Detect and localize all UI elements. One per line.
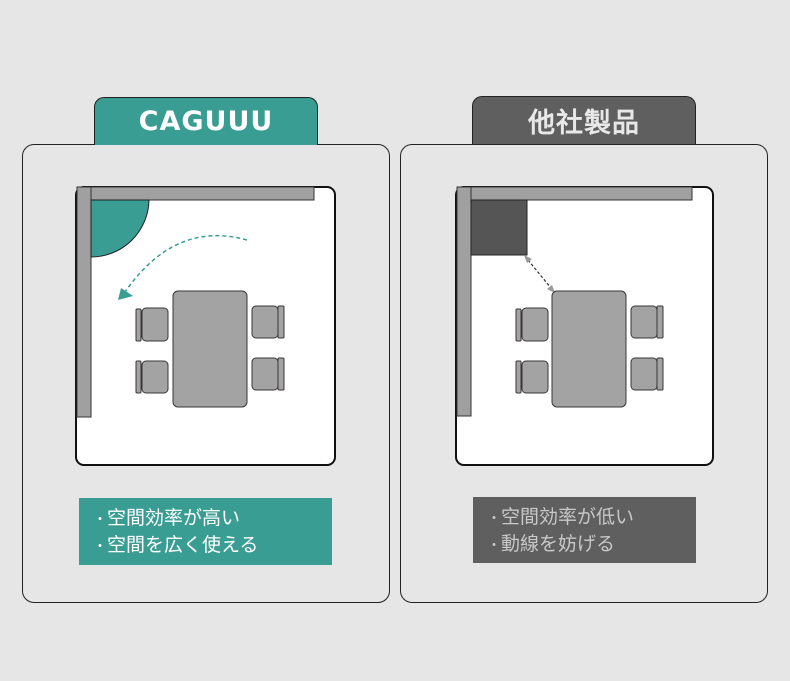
drawback-item: 空間効率が低い xyxy=(501,505,696,532)
door-swing-icon xyxy=(90,199,150,258)
obstruction-arrow-icon xyxy=(527,259,552,289)
dining-set xyxy=(515,290,664,408)
other-floor-plan xyxy=(455,186,714,466)
other-drawbacks: 空間効率が低い 動線を妨げる xyxy=(473,497,696,563)
table xyxy=(551,290,627,408)
wall-top xyxy=(457,186,693,201)
wall-left xyxy=(76,186,92,418)
benefit-item: 空間を広く使える xyxy=(107,533,332,560)
caguuu-benefits: 空間効率が高い 空間を広く使える xyxy=(79,498,332,565)
dining-set xyxy=(135,290,285,408)
caguuu-tab: CAGUUU xyxy=(94,97,318,145)
cabinet xyxy=(470,199,528,256)
wall-left xyxy=(456,186,472,417)
caguuu-floor-plan xyxy=(75,186,336,466)
rotate-arrow-icon xyxy=(124,234,248,293)
benefit-item: 空間効率が高い xyxy=(107,506,332,533)
other-tab: 他社製品 xyxy=(472,96,696,144)
table xyxy=(172,290,248,408)
drawback-item: 動線を妨げる xyxy=(501,532,696,559)
